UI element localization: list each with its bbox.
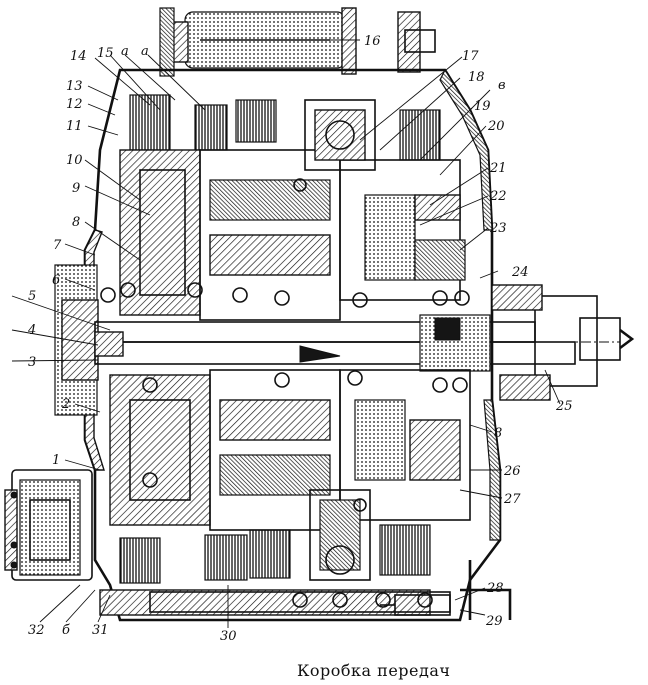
top-cylinder	[159, 7, 436, 77]
label-16: 16	[364, 34, 381, 49]
label-20: 20	[487, 119, 505, 134]
leader-lines	[11, 39, 561, 628]
label-1: 1	[52, 453, 60, 468]
label-18: 18	[468, 70, 485, 85]
label-v: в	[498, 78, 506, 93]
callout-labels: 16 14 15 а а 17 18 в 13 12 19 11 20 10 2…	[27, 34, 573, 644]
label-23: 23	[489, 221, 507, 236]
clutch-packs	[119, 94, 441, 584]
label-14: 14	[70, 49, 87, 64]
label-10: 10	[66, 153, 83, 168]
label-25: 25	[555, 399, 573, 414]
label-17: 17	[462, 49, 479, 64]
label-22: 22	[489, 189, 507, 204]
label-11: 11	[66, 119, 83, 134]
label-15: 15	[97, 46, 114, 61]
label-b: б	[62, 623, 70, 638]
label-a-1: а	[121, 44, 129, 59]
label-32: 32	[28, 623, 45, 638]
label-9: 9	[72, 181, 80, 196]
label-3: 3	[28, 355, 36, 370]
label-4: 4	[27, 323, 36, 338]
label-8-bottom: 8	[494, 426, 502, 441]
label-12: 12	[66, 97, 83, 112]
right-flange	[380, 284, 551, 620]
label-21: 21	[489, 161, 507, 176]
label-a-2: а	[141, 44, 149, 59]
label-7: 7	[53, 238, 62, 253]
label-30: 30	[220, 629, 237, 644]
label-24: 24	[511, 265, 529, 280]
drums	[109, 99, 471, 581]
label-29: 29	[485, 614, 503, 629]
main-shaft	[94, 295, 635, 387]
label-19: 19	[474, 99, 491, 114]
label-28: 28	[486, 581, 504, 596]
label-27: 27	[503, 492, 521, 507]
bearings	[100, 178, 470, 608]
label-13: 13	[66, 79, 83, 94]
label-5: 5	[28, 289, 36, 304]
label-6: 6	[52, 273, 60, 288]
label-26: 26	[503, 464, 521, 479]
label-2: 2	[61, 397, 70, 412]
figure-caption: Коробка передач	[297, 661, 450, 680]
label-8-top: 8	[72, 215, 80, 230]
label-31: 31	[92, 623, 109, 638]
